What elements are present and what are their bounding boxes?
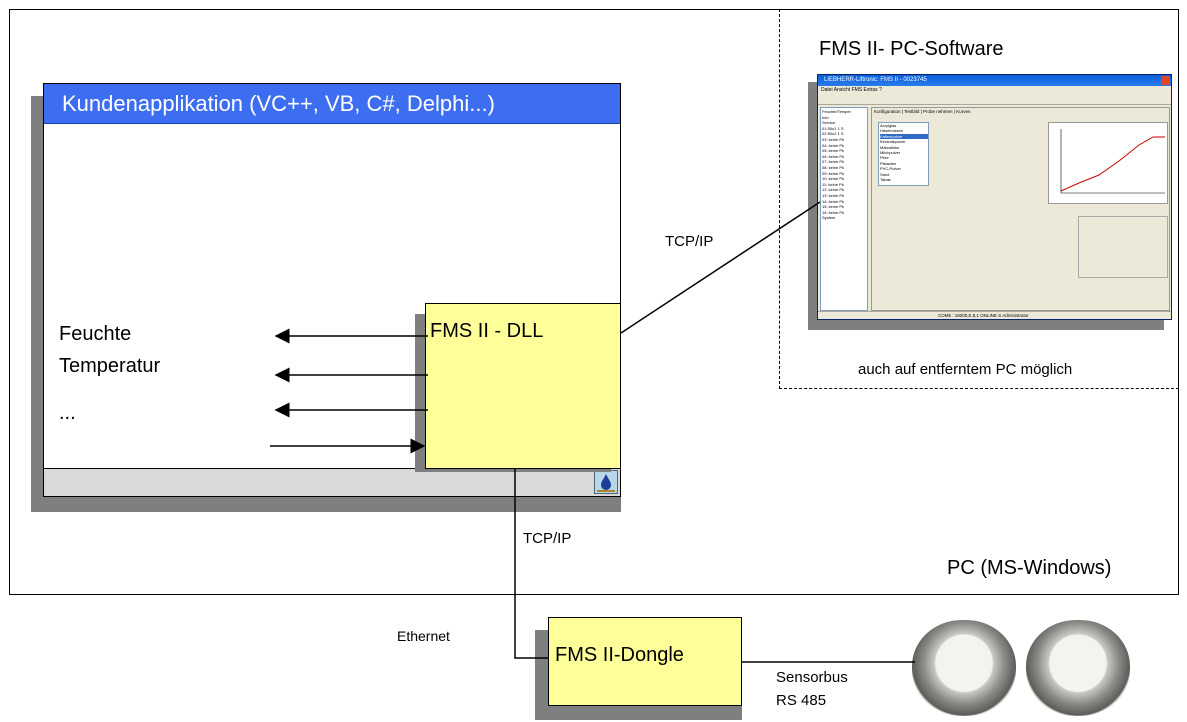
software-window-title: LIEBHERR-Liftronic: FMS II - 0023745 (818, 75, 1171, 86)
remote-note: auch auf entferntem PC möglich (858, 361, 1073, 378)
droplet-icon (594, 470, 618, 494)
ethernet-label: Ethernet (397, 628, 450, 644)
output-label-feuchte: Feuchte (59, 323, 132, 345)
sensor-image-2 (1026, 620, 1130, 716)
sensorbus-label: Sensorbus (776, 669, 848, 686)
fms-software-screenshot: LIEBHERR-Liftronic: FMS II - 0023745 Dat… (817, 74, 1172, 320)
curve-plot (1048, 122, 1168, 204)
tcpip-remote-label: TCP/IP (665, 233, 714, 250)
fms-dll-box: FMS II - DLL (425, 303, 621, 469)
output-label-more: ... (59, 402, 76, 424)
software-main-panel: Konfiguration | Testbild | Probe nehmen … (871, 107, 1170, 311)
software-status-bar: COM5 : 19200,E,8,1 ONLINE S Administrato… (818, 311, 1171, 319)
remote-software-title: FMS II- PC-Software (819, 38, 1004, 60)
software-toolbar (818, 94, 1171, 105)
sensor-image-1 (912, 620, 1016, 716)
remote-pc-boundary (779, 9, 1179, 389)
rs485-label: RS 485 (776, 692, 827, 709)
software-menu: Datei Ansicht FMS Extras ? (821, 87, 882, 93)
fms-dongle-box: FMS II-Dongle (548, 617, 742, 706)
customer-application-window: Kundenapplikation (VC++, VB, C#, Delphi.… (43, 83, 621, 497)
close-icon (1161, 76, 1170, 85)
pc-boundary (9, 9, 1179, 595)
fms-dll-label: FMS II - DLL (430, 320, 544, 342)
app-status-bar (44, 468, 620, 496)
pc-label: PC (MS-Windows) (947, 557, 1112, 579)
software-tabs: Konfiguration | Testbild | Probe nehmen … (874, 109, 971, 114)
tcpip-dongle-label: TCP/IP (523, 530, 572, 547)
curve-type-panel (1078, 216, 1168, 278)
ethernet-line (514, 468, 548, 659)
app-window-title: Kundenapplikation (VC++, VB, C#, Delphi.… (44, 84, 620, 124)
tcpip-remote-line (620, 201, 821, 334)
fms-dongle-label: FMS II-Dongle (555, 644, 684, 666)
output-label-temperatur: Temperatur (59, 355, 161, 377)
